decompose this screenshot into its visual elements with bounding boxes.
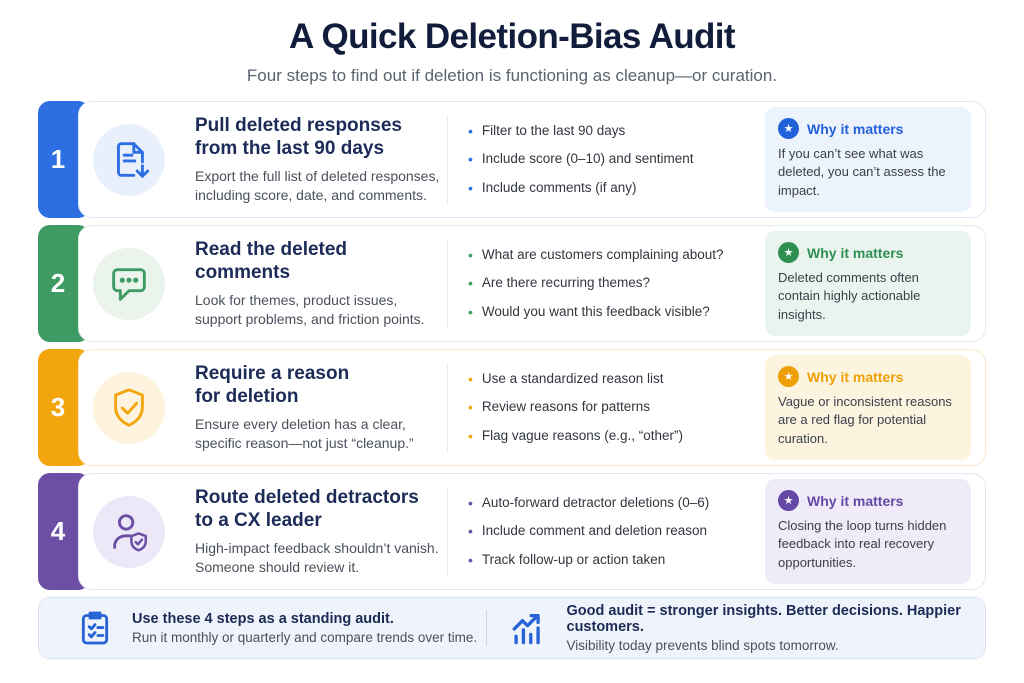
step-bullets: • What are customers complaining about? • A… (448, 247, 765, 320)
why-it-matters-box: ★ Why it matters Deleted comments often … (765, 231, 971, 336)
bullet-text: Flag vague reasons (e.g., “other”) (481, 427, 684, 443)
bullet-dot-icon: • (468, 551, 473, 568)
bullet-dot-icon: • (468, 123, 473, 140)
bullet-item: • Are there recurring themes? (468, 275, 765, 291)
bullet-text: Would you want this feedback visible? (481, 303, 710, 319)
step-description: High-impact feedback shouldn’t vanish. S… (195, 539, 439, 576)
bullet-text: Auto-forward detractor deletions (0–6) (481, 495, 710, 511)
footer-right-section: Good audit = stronger insights. Better d… (486, 603, 986, 653)
bullet-item: • Flag vague reasons (e.g., “other”) (468, 428, 765, 444)
page-subtitle: Four steps to find out if deletion is fu… (246, 66, 778, 85)
bullet-text: Include comment and deletion reason (481, 523, 708, 539)
why-it-matters-label: Why it matters (807, 120, 904, 137)
bullet-item: • Would you want this feedback visible? (468, 304, 765, 320)
bullet-dot-icon: • (468, 303, 473, 320)
star-icon: ★ (778, 242, 799, 264)
content: 1 Pull deleted responses from the last 9… (38, 101, 986, 659)
bullet-dot-icon: • (468, 371, 473, 388)
star-icon: ★ (778, 118, 799, 140)
why-it-matters-label: Why it matters (807, 368, 904, 385)
why-it-matters-box: ★ Why it matters Closing the loop turns … (765, 479, 971, 584)
column-divider (447, 364, 448, 451)
step-title: Read the deleted comments (195, 238, 348, 283)
star-icon: ★ (778, 490, 799, 512)
page-title: A Quick Deletion-Bias Audit (289, 17, 736, 56)
why-it-matters-box: ★ Why it matters Vague or inconsistent r… (765, 355, 971, 460)
bullet-item: • Include comment and deletion reason (468, 523, 765, 539)
clipboard-check-icon (75, 608, 115, 648)
step-card: 3 Require a reason for deletion Ensure e… (38, 349, 986, 466)
bullet-text: Include score (0–10) and sentiment (481, 151, 694, 167)
column-divider (447, 488, 448, 575)
footer-right-text: Visibility today prevents blind spots to… (566, 638, 839, 653)
why-it-matters-box: ★ Why it matters If you can’t see what w… (765, 107, 971, 212)
step-card-body: Read the deleted comments Look for theme… (78, 225, 986, 342)
bullet-dot-icon: • (468, 523, 473, 540)
footer-left-headline: Use these 4 steps as a standing audit. (132, 611, 394, 627)
step-card-body: Pull deleted responses from the last 90 … (78, 101, 986, 218)
step-bullets: • Use a standardized reason list • Review r… (448, 371, 765, 444)
why-it-matters-text: Vague or inconsistent reasons are a red … (778, 394, 952, 446)
step-card-body: Route deleted detractors to a CX leader … (78, 473, 986, 590)
bullet-text: Filter to the last 90 days (481, 123, 626, 139)
bullet-item: • Use a standardized reason list (468, 371, 765, 387)
step-bullets: •Auto-forward detractor deletions (0–6)•… (448, 495, 765, 568)
shield-check-icon (106, 385, 152, 431)
bullet-dot-icon: • (468, 275, 473, 292)
bullet-item: • Review reasons for patterns (468, 399, 765, 415)
bullet-text: Are there recurring themes? (481, 275, 650, 291)
user-shield-icon (106, 509, 152, 555)
bullet-dot-icon: • (468, 495, 473, 512)
step-title: Route deleted detractors to a CX leader (195, 486, 419, 531)
why-it-matters-label: Why it matters (807, 492, 904, 509)
bullet-item: • Filter to the last 90 days (468, 123, 765, 139)
step-description: Export the full list of deleted response… (195, 167, 440, 204)
bullet-item: • Auto-forward detractor deletions (0–6) (468, 495, 765, 511)
star-icon: ★ (778, 366, 799, 388)
bullet-dot-icon: • (468, 179, 473, 196)
bullet-text: Track follow-up or action taken (481, 551, 666, 567)
steps-list: 1 Pull deleted responses from the last 9… (38, 101, 986, 590)
bullet-item: • Track follow-up or action taken (468, 552, 765, 568)
step-description: Ensure every deletion has a clear, speci… (195, 415, 414, 452)
step-card: 2 Read the deleted comments Look for the… (38, 225, 986, 342)
header: A Quick Deletion-Bias Audit Four steps t… (0, 0, 1024, 86)
step-title: Require a reason for deletion (195, 362, 350, 407)
why-it-matters-text: If you can’t see what was deleted, you c… (778, 146, 946, 198)
bullet-text: Include comments (if any) (481, 179, 637, 195)
bullet-dot-icon: • (468, 427, 473, 444)
why-it-matters-text: Closing the loop turns hidden feedback i… (778, 518, 947, 570)
comment-dots-icon (106, 261, 152, 307)
step-description: Look for themes, product issues, support… (195, 291, 425, 328)
bullet-dot-icon: • (468, 399, 473, 416)
bullet-dot-icon: • (468, 151, 473, 168)
bullet-item: • Include comments (if any) (468, 180, 765, 196)
step-card: 1 Pull deleted responses from the last 9… (38, 101, 986, 218)
column-divider (447, 240, 448, 327)
footer-divider (485, 610, 487, 646)
footer-left-section: Use these 4 steps as a standing audit. R… (39, 608, 486, 648)
bullet-item: • Include score (0–10) and sentiment (468, 151, 765, 167)
why-it-matters-text: Deleted comments often contain highly ac… (778, 270, 921, 322)
bullet-dot-icon: • (468, 247, 473, 264)
step-card-body: Require a reason for deletion Ensure eve… (78, 349, 986, 466)
footer-right-headline: Good audit = stronger insights. Better d… (566, 603, 961, 635)
trend-chart-icon (506, 606, 550, 650)
document-download-icon (106, 137, 152, 183)
bullet-text: Use a standardized reason list (481, 371, 664, 387)
bullet-item: • What are customers complaining about? (468, 247, 765, 263)
bullet-text: Review reasons for patterns (481, 399, 650, 415)
step-bullets: • Filter to the last 90 days • Include scor… (448, 123, 765, 196)
step-card: 4 Route deleted detractors to a CX leade… (38, 473, 986, 590)
footer-banner: Use these 4 steps as a standing audit. R… (38, 597, 986, 659)
column-divider (447, 116, 448, 203)
why-it-matters-label: Why it matters (807, 244, 904, 261)
footer-left-text: Run it monthly or quarterly and compare … (132, 630, 478, 645)
bullet-text: What are customers complaining about? (481, 247, 724, 263)
step-title: Pull deleted responses from the last 90 … (195, 114, 402, 159)
